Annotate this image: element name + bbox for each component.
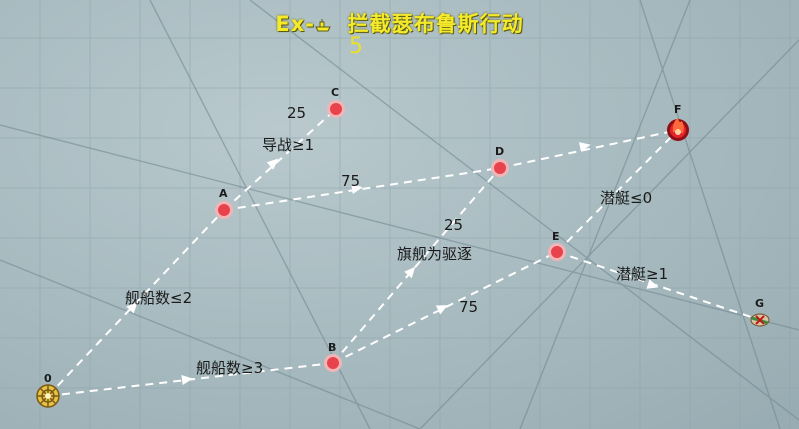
route-d-f [499,129,679,169]
condition-b-d: 旗舰为驱逐 [397,245,473,263]
route-arrow [578,142,591,152]
node-label-f: F [674,103,682,116]
route-arrow [646,279,659,289]
route-arrow [435,305,448,315]
condition-start-b: 舰船数≥3 [196,359,264,377]
node-label-d: D [495,145,505,158]
route-e-g [556,251,761,321]
node-g-special-icon[interactable] [750,313,770,327]
node-start-anchor-icon[interactable] [36,384,60,408]
node-label-start: 0 [44,372,52,385]
node-f-boss-icon[interactable] [667,118,689,141]
map-title: Ex- 拦截瑟布鲁斯行动 5 [0,8,799,59]
condition-start-a: 舰船数≤2 [125,289,193,307]
map-title-main: 拦截瑟布鲁斯行动 [347,12,524,36]
condition-e-f: 潜艇≤0 [600,189,653,207]
route-arrow [404,266,416,279]
route-weight-a-c: 25 [287,104,307,122]
route-arrow [351,184,363,194]
route-arrow [181,375,193,385]
route-weight-a-d: 75 [341,172,361,190]
route-a-c [223,108,337,211]
map-title-sub: 5 [349,34,364,59]
node-e[interactable] [548,243,566,261]
node-label-b: B [328,341,337,354]
node-label-a: A [219,187,228,200]
route-weight-b-e: 75 [459,298,479,316]
node-label-g: G [755,297,765,310]
route-weight-b-d: 25 [444,216,464,234]
route-e-f [556,129,679,253]
ship-icon [315,13,331,32]
node-c[interactable] [327,100,345,118]
route-b-d [332,167,501,364]
node-label-e: E [552,230,560,243]
node-d[interactable] [491,159,509,177]
route-a-d [223,167,501,211]
node-b[interactable] [324,354,342,372]
condition-a-c: 导战≥1 [262,136,315,154]
map-title-prefix: Ex- [275,12,315,36]
route-arrow [126,302,138,314]
node-a[interactable] [215,201,233,219]
condition-e-g: 潜艇≥1 [616,265,669,283]
route-arrow [266,158,279,170]
node-label-c: C [331,86,340,99]
